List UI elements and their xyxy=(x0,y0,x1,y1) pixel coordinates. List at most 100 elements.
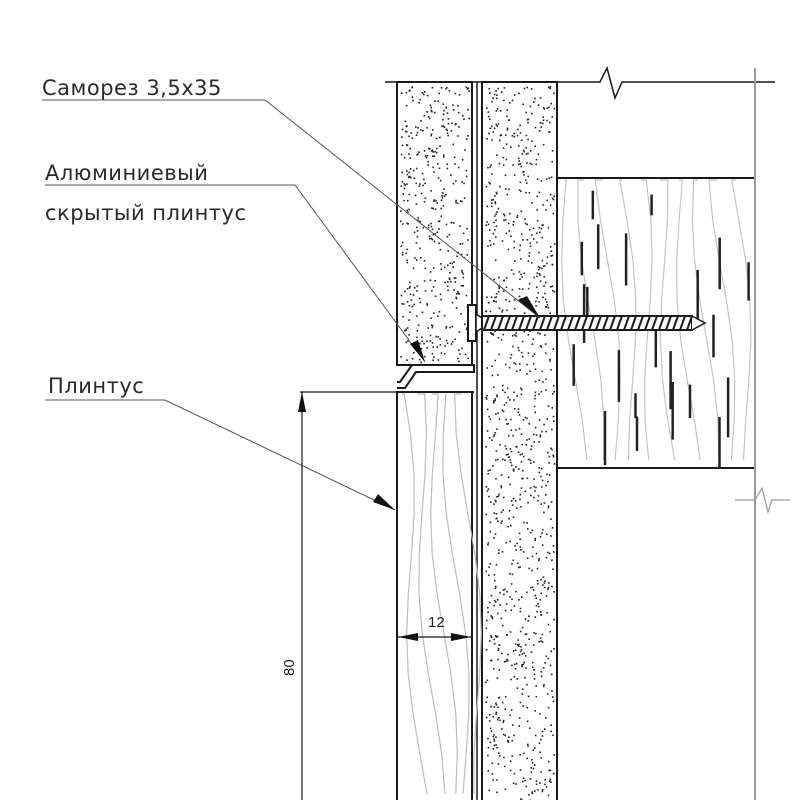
speckle xyxy=(530,771,533,774)
leader-arrows xyxy=(373,296,540,510)
speckle xyxy=(516,562,519,565)
speckle xyxy=(513,362,515,364)
speckle xyxy=(437,163,439,165)
speckle xyxy=(445,106,448,109)
speckle xyxy=(495,191,498,194)
speckle xyxy=(551,407,553,409)
speckle xyxy=(545,717,547,719)
speckle xyxy=(507,222,510,225)
speckle xyxy=(509,459,512,461)
speckle xyxy=(460,285,463,287)
speckle xyxy=(430,106,432,109)
speckle xyxy=(458,94,461,96)
speckle xyxy=(522,688,524,690)
speckle xyxy=(464,323,466,326)
speckle xyxy=(489,640,491,642)
speckle xyxy=(495,219,497,221)
speckle xyxy=(545,378,547,381)
speckle xyxy=(549,312,551,314)
speckle xyxy=(512,470,515,472)
speckle xyxy=(533,101,535,103)
speckle xyxy=(549,87,552,90)
speckle xyxy=(496,192,498,195)
speckle xyxy=(404,290,406,293)
speckle xyxy=(427,224,430,226)
speckle xyxy=(540,486,543,488)
speckle xyxy=(430,150,433,152)
speckle xyxy=(526,477,529,480)
speckle xyxy=(406,287,409,290)
speckle xyxy=(494,201,496,203)
speckle xyxy=(542,107,545,109)
speckle xyxy=(547,505,550,507)
speckle xyxy=(411,305,414,308)
speckle xyxy=(485,513,488,516)
speckle xyxy=(536,209,538,211)
speckle xyxy=(534,594,537,597)
speckle xyxy=(521,665,523,668)
speckle xyxy=(542,265,545,268)
speckle xyxy=(417,153,419,155)
speckle xyxy=(402,241,404,244)
speckle xyxy=(526,683,528,686)
speckle xyxy=(550,255,553,257)
speckle xyxy=(445,339,448,342)
speckle xyxy=(462,273,465,275)
speckle xyxy=(492,332,494,335)
speckle xyxy=(492,243,495,245)
speckle xyxy=(486,367,488,369)
speckle xyxy=(529,778,532,780)
speckle xyxy=(403,183,406,185)
speckle xyxy=(449,272,451,274)
speckle xyxy=(506,109,509,111)
speckle xyxy=(519,607,522,610)
speckle xyxy=(549,246,552,248)
speckle xyxy=(553,391,555,393)
speckle xyxy=(490,296,493,298)
speckle xyxy=(524,633,527,636)
speckle xyxy=(514,363,517,365)
screw-thread xyxy=(532,315,539,331)
speckle xyxy=(520,139,523,142)
speckle xyxy=(405,125,408,128)
speckle xyxy=(486,490,489,492)
speckle xyxy=(492,748,495,750)
speckle xyxy=(508,119,510,121)
speckle xyxy=(513,772,516,775)
speckle xyxy=(523,174,525,176)
speckle xyxy=(406,183,408,185)
speckle xyxy=(423,342,425,345)
speckle xyxy=(521,443,523,446)
speckle xyxy=(405,131,408,133)
speckle xyxy=(415,167,418,170)
speckle xyxy=(485,486,488,488)
speckle xyxy=(519,566,521,568)
speckle xyxy=(430,237,433,240)
speckle xyxy=(466,254,468,256)
speckle xyxy=(544,662,546,664)
speckle xyxy=(530,448,532,451)
speckle xyxy=(401,181,404,183)
speckle xyxy=(495,123,497,126)
speckle xyxy=(466,88,469,90)
speckle xyxy=(493,604,495,607)
speckle xyxy=(518,428,521,430)
speckle xyxy=(540,738,542,741)
speckle xyxy=(488,495,490,498)
speckle xyxy=(534,426,537,429)
speckle xyxy=(512,335,514,337)
speckle xyxy=(408,153,410,155)
speckle xyxy=(434,233,436,235)
speckle xyxy=(497,290,500,293)
speckle xyxy=(459,225,461,227)
speckle xyxy=(508,188,510,191)
speckle xyxy=(495,450,498,452)
speckle xyxy=(535,597,537,599)
speckle xyxy=(547,480,549,483)
speckle xyxy=(528,438,531,440)
speckle xyxy=(489,229,491,231)
speckle xyxy=(486,138,488,140)
speckle xyxy=(522,551,525,553)
wood-grain xyxy=(430,393,458,795)
